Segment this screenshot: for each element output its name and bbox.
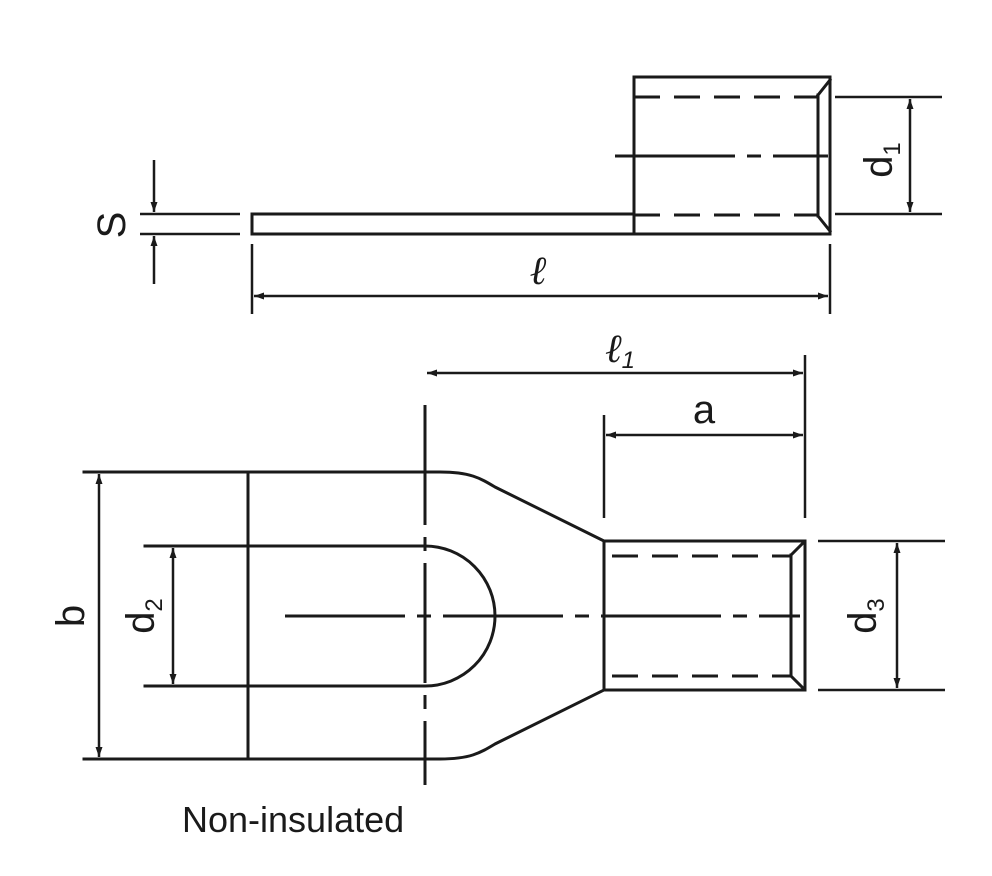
side-tongue [250, 212, 636, 236]
d3-label: d3 [841, 598, 890, 634]
top-barrel-chamfer-bottom [788, 673, 806, 691]
side-view: S d1 ℓ [90, 75, 942, 314]
fork-outline [82, 470, 607, 761]
s-label: S [90, 212, 134, 239]
d1-label: d1 [857, 142, 906, 178]
b-label: b [49, 605, 93, 627]
top-barrel-chamfer-top [788, 540, 806, 558]
side-barrel-chamfer-top [815, 77, 833, 98]
top-view: b d2 d3 ℓ1 a Non-insulated [49, 326, 945, 840]
l1-label: ℓ1 [605, 326, 635, 374]
a-label: a [693, 388, 716, 432]
d2-label: d2 [119, 598, 168, 634]
side-barrel-chamfer-bottom [815, 213, 833, 234]
l-label: ℓ [530, 248, 547, 293]
caption: Non-insulated [182, 799, 404, 840]
